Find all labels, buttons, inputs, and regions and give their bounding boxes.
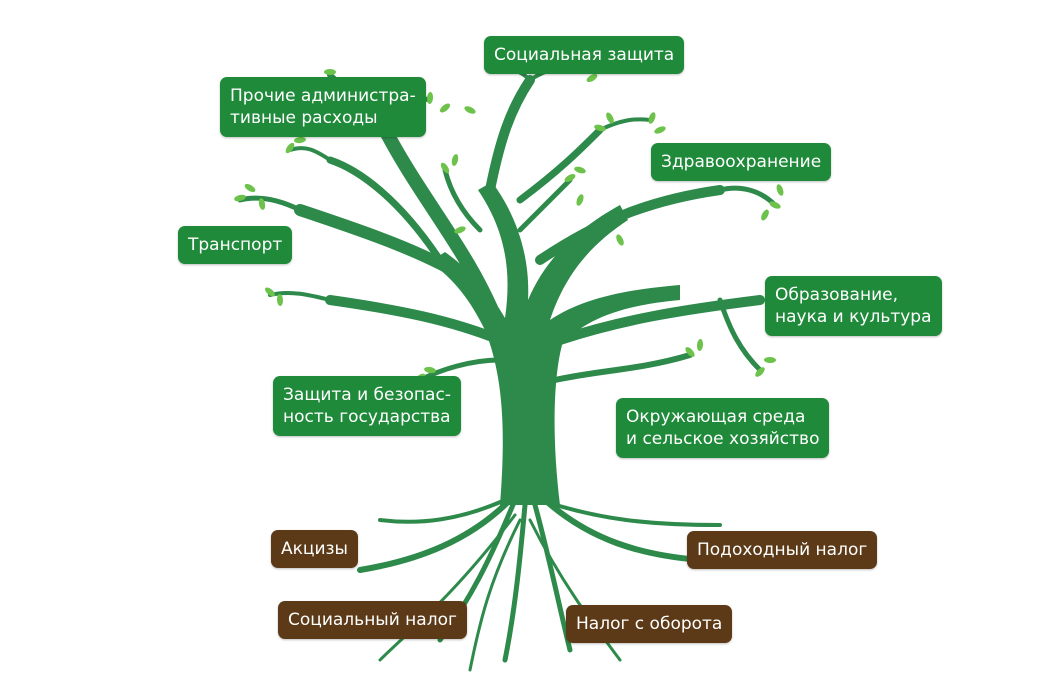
label-line: Социальная защита bbox=[494, 45, 675, 65]
tree-root bbox=[502, 502, 528, 663]
tree-branch bbox=[552, 352, 693, 383]
leaf bbox=[451, 154, 459, 166]
leaf bbox=[276, 294, 284, 306]
label-income-tax: Подоходный налог bbox=[687, 531, 878, 569]
tree-branch bbox=[485, 75, 535, 195]
label-social-tax: Социальный налог bbox=[278, 601, 467, 639]
tree-root bbox=[468, 518, 522, 672]
tree-root bbox=[357, 497, 513, 573]
tree-branch bbox=[717, 297, 763, 373]
label-line: Прочие администра- bbox=[230, 86, 416, 106]
tree-root bbox=[532, 502, 573, 653]
leaf bbox=[265, 287, 275, 297]
tree-root bbox=[538, 498, 722, 527]
label-line: Транспорт bbox=[188, 235, 283, 255]
tree-root bbox=[528, 518, 622, 662]
leaf bbox=[594, 124, 606, 132]
tree-branch bbox=[555, 295, 765, 345]
leaf bbox=[285, 142, 295, 154]
label-line: Образование, bbox=[775, 285, 898, 305]
leaf bbox=[764, 356, 776, 364]
leaf bbox=[258, 198, 266, 210]
tree-branch bbox=[288, 146, 332, 162]
tree-trunk bbox=[430, 182, 680, 505]
label-line: и сельское хозяйство bbox=[626, 429, 820, 449]
label-line: Защита и безопас- bbox=[283, 385, 451, 405]
leaf bbox=[654, 126, 666, 134]
leaf bbox=[424, 366, 436, 374]
label-line: Акцизы bbox=[281, 539, 348, 559]
label-social-protection: Социальная защита bbox=[484, 36, 685, 74]
leaf bbox=[574, 166, 586, 174]
tree-root bbox=[542, 497, 703, 563]
leaf bbox=[769, 201, 781, 209]
leaf bbox=[234, 194, 246, 202]
leaf bbox=[244, 183, 256, 193]
tree-branch bbox=[717, 185, 778, 208]
label-turnover-tax: Налог с оборота bbox=[566, 605, 733, 643]
leaf bbox=[294, 136, 306, 144]
label-line: Окружающая среда bbox=[626, 407, 806, 427]
leaf bbox=[426, 92, 434, 104]
tree-branch bbox=[598, 117, 652, 132]
label-line: Налог с оборота bbox=[576, 614, 723, 634]
leaf bbox=[454, 226, 466, 234]
leaf bbox=[616, 234, 624, 246]
leaf bbox=[685, 347, 695, 357]
tree-roots bbox=[357, 497, 722, 672]
tree-branch bbox=[516, 126, 604, 204]
label-transport: Транспорт bbox=[178, 226, 293, 264]
leaf bbox=[776, 184, 784, 196]
leaf bbox=[755, 367, 765, 377]
leaf bbox=[576, 194, 584, 206]
label-line: наука и культура bbox=[775, 307, 932, 327]
leaf bbox=[606, 112, 614, 124]
leaf bbox=[586, 73, 598, 83]
label-line: Здравоохранение bbox=[661, 152, 822, 172]
tree-branch bbox=[535, 185, 725, 265]
label-excise: Акцизы bbox=[271, 530, 358, 568]
label-state-defense-security: Защита и безопас- ность государства bbox=[273, 376, 461, 436]
leaf bbox=[648, 112, 656, 124]
label-line: Социальный налог bbox=[288, 610, 457, 630]
leaf bbox=[761, 209, 769, 221]
tree-branch bbox=[268, 290, 332, 302]
leaf bbox=[324, 69, 336, 75]
leaf bbox=[564, 174, 576, 182]
leaf bbox=[440, 162, 450, 174]
label-line: Подоходный налог bbox=[697, 540, 868, 560]
label-line: ность государства bbox=[283, 407, 451, 427]
tree-branch bbox=[442, 167, 483, 233]
leaf bbox=[696, 339, 704, 351]
tree-branch bbox=[517, 177, 573, 233]
label-healthcare: Здравоохранение bbox=[651, 143, 832, 181]
tree-branch bbox=[326, 156, 444, 264]
label-education-science-culture: Образование, наука и культура bbox=[765, 276, 942, 336]
tree-branch bbox=[237, 195, 303, 213]
tree-branch bbox=[325, 295, 505, 345]
label-environment-agriculture: Окружающая среда и сельское хозяйство bbox=[616, 398, 830, 458]
label-other-admin-expenses: Прочие администра- тивные расходы bbox=[220, 77, 426, 137]
label-line: тивные расходы bbox=[230, 108, 378, 128]
leaf bbox=[439, 103, 451, 113]
leaf bbox=[464, 106, 476, 114]
tree-root bbox=[378, 498, 507, 524]
